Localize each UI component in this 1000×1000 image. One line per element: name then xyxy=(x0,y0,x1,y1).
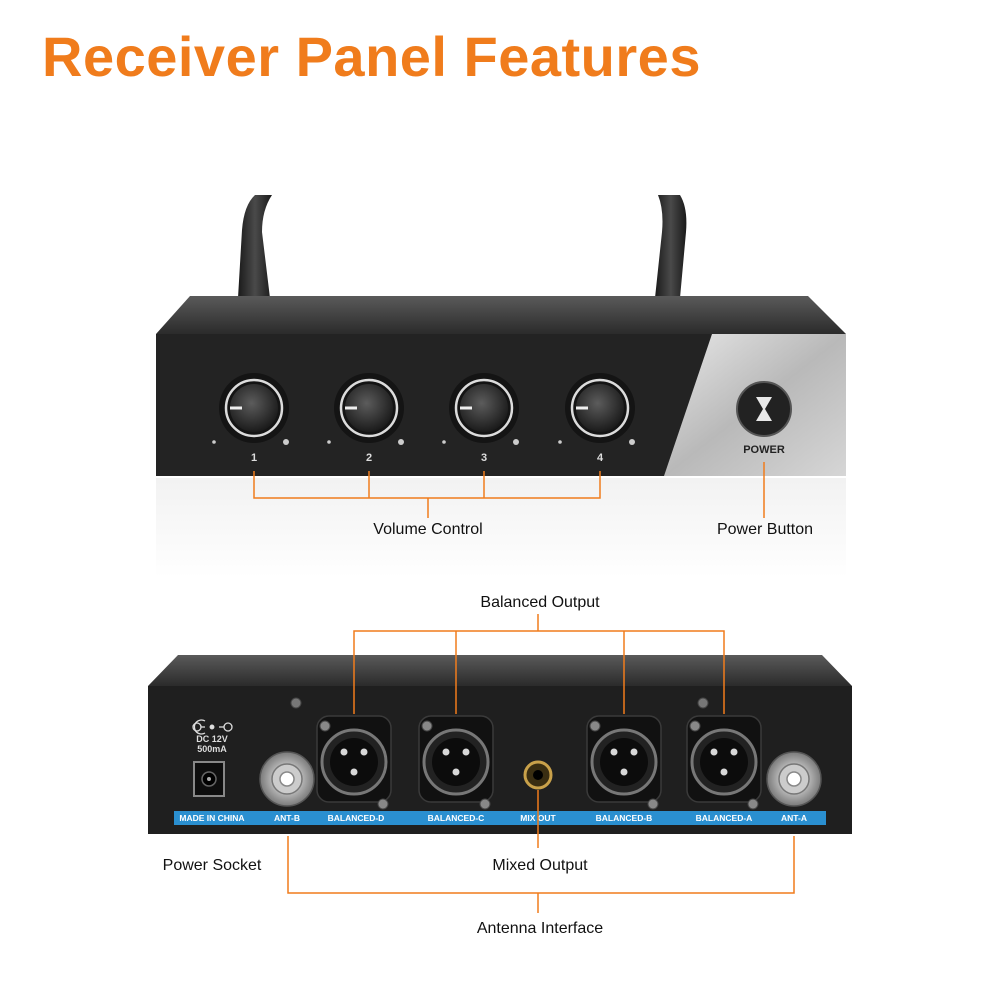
antenna-right xyxy=(655,195,687,298)
power-button-label: Power Button xyxy=(716,521,814,538)
knob-number: 4 xyxy=(597,452,604,464)
strip-label: BALANCED-C xyxy=(428,813,485,823)
volume-control-label: Volume Control xyxy=(373,521,483,538)
rear-screws xyxy=(290,697,709,709)
mixed-output-label: Mixed Output xyxy=(492,857,588,874)
front-reflection xyxy=(156,478,846,578)
rear-top xyxy=(148,655,852,686)
power-socket[interactable] xyxy=(193,761,225,797)
max-dot xyxy=(629,439,635,445)
antenna-left xyxy=(238,195,272,298)
antenna-a-connector[interactable] xyxy=(766,751,822,807)
max-dot xyxy=(513,439,519,445)
hourglass-icon xyxy=(756,397,772,421)
dc-rating-voltage: DC 12V xyxy=(196,734,228,744)
strip-label: ANT-A xyxy=(781,813,807,823)
max-dot xyxy=(398,439,404,445)
mix-out-jack[interactable] xyxy=(523,760,553,790)
power-text: POWER xyxy=(743,444,785,456)
strip-label: BALANCED-B xyxy=(596,813,653,823)
strip-label: BALANCED-D xyxy=(328,813,385,823)
strip-label: BALANCED-A xyxy=(696,813,753,823)
max-dot xyxy=(283,439,289,445)
min-dot xyxy=(442,440,446,444)
power-socket-label: Power Socket xyxy=(162,857,262,874)
xlr-jack[interactable] xyxy=(418,715,494,810)
strip-label: ANT-B xyxy=(274,813,300,823)
dc-rating-current: 500mA xyxy=(197,744,227,754)
front-callout-lines xyxy=(253,462,765,518)
knob-number: 3 xyxy=(481,452,487,464)
volume-knob-4[interactable] xyxy=(565,373,635,443)
knob-number: 1 xyxy=(251,452,257,464)
dc-symbol-icon xyxy=(192,719,233,735)
rear-callout-lines xyxy=(287,614,795,913)
xlr-jack[interactable] xyxy=(316,715,392,810)
antenna-b-connector[interactable] xyxy=(259,751,315,807)
front-panel: 1 2 3 4 POWER xyxy=(156,195,846,578)
knob-number: 2 xyxy=(366,452,372,464)
min-dot xyxy=(558,440,562,444)
min-dot xyxy=(327,440,331,444)
front-top xyxy=(156,296,846,334)
rear-label-strip xyxy=(174,811,826,825)
antenna-interface-label: Antenna Interface xyxy=(476,920,604,937)
xlr-jack[interactable] xyxy=(686,715,762,810)
volume-knob-3[interactable] xyxy=(449,373,519,443)
volume-knob-2[interactable] xyxy=(334,373,404,443)
min-dot xyxy=(212,440,216,444)
volume-knob-1[interactable] xyxy=(219,373,289,443)
strip-label: MADE IN CHINA xyxy=(179,813,244,823)
balanced-output-label: Balanced Output xyxy=(480,594,600,611)
page-title: Receiver Panel Features xyxy=(42,25,701,88)
xlr-jack[interactable] xyxy=(586,715,662,810)
power-button[interactable] xyxy=(736,381,792,437)
